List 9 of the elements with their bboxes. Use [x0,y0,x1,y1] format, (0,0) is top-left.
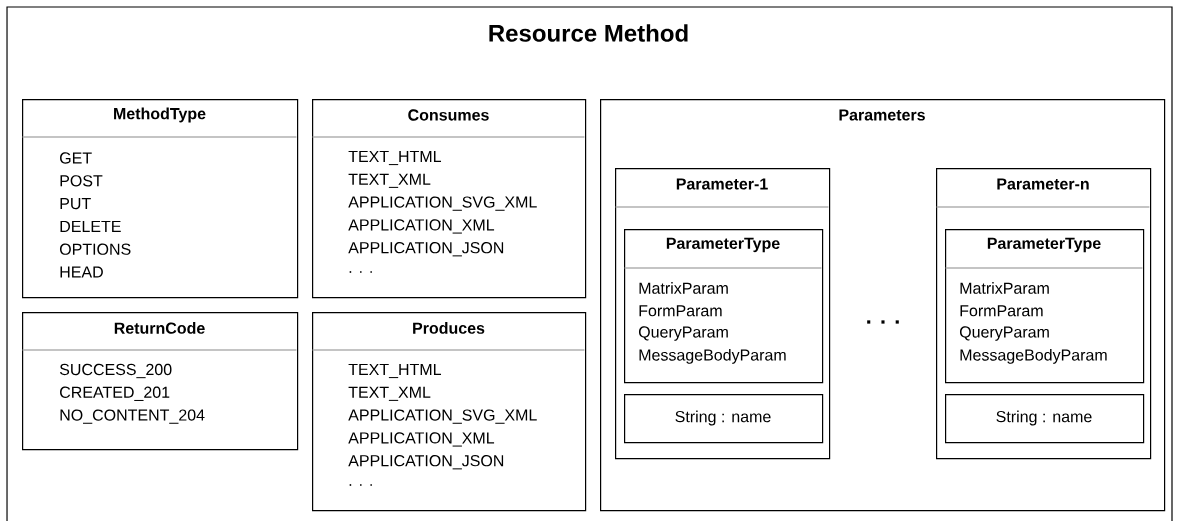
class-box: Produces TEXT_HTML TEXT_XML APPLICATION_SVG_XML APPLICATION_XML APPLICATION_JSON . . . [311,312,587,512]
ellipsis: . . . [867,320,899,324]
class-box: Consumes TEXT_HTML TEXT_XML APPLICATION_SVG_XML APPLICATION_XML APPLICATION_JSON . . . [311,99,587,299]
class-box: ReturnCode SUCCESS_200 CREATED_201 NO_CONTENT_204 [21,312,299,451]
class-box: ParameterType MatrixParam FormParam QueryParam MessageBodyParam [623,229,824,384]
class-box: MethodType GET POST PUT DELETE OPTIONS HEAD [21,99,299,299]
field-box: String : name [624,394,824,444]
class-box: ParameterType MatrixParam FormParam QueryParam MessageBodyParam [944,229,1145,384]
field-box: String : name [945,394,1145,444]
